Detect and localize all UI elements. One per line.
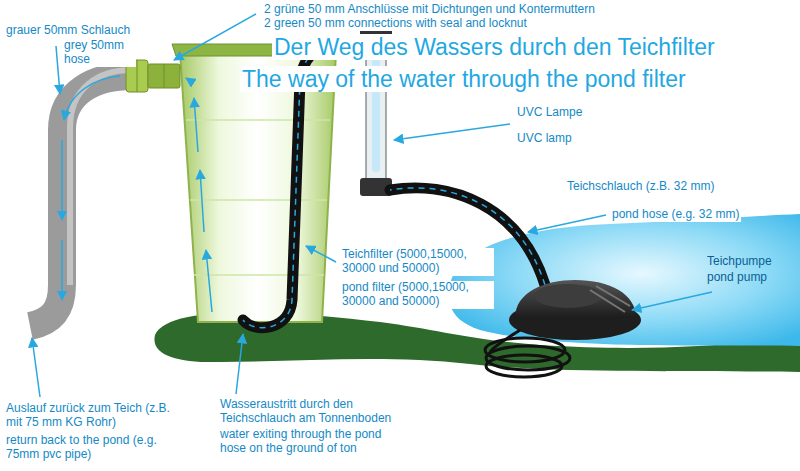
pump-top: [534, 284, 602, 308]
pump-callout: Teichpumpe: [705, 255, 774, 269]
fitting-line: [137, 60, 138, 92]
flow-arrow: [61, 240, 63, 300]
exit-callout: water exiting through the pond hose on t…: [218, 428, 412, 456]
filter-callout: pond filter (5000,15000, 30000 and 50000…: [340, 281, 494, 309]
pump-cable: [490, 330, 520, 352]
hose-callout: pond hose (e.g. 32 mm): [610, 208, 741, 222]
leader-line: [56, 46, 60, 94]
connection-callout: 2 grüne 50 mm Anschlüsse mit Dichtungen …: [262, 3, 597, 17]
pond-water: [449, 214, 800, 346]
filter-callout: Teichfilter (5000,15000, 30000 und 50000…: [340, 248, 494, 276]
hose-callout: grauer 50mm Schlauch: [4, 24, 132, 38]
outlet-callout: return back to the pond (e.g. 75mm pvc p…: [4, 434, 163, 462]
hose-callout: Teichschlauch (z.B. 32 mm): [565, 180, 716, 194]
lamp-callout: UVC Lampe: [515, 106, 584, 120]
leader-line: [528, 215, 606, 232]
leader-line: [394, 124, 510, 140]
grey-hose: [30, 76, 132, 326]
leader-line: [236, 334, 243, 394]
barrel-rib: [186, 119, 330, 121]
flow-arrow: [200, 170, 204, 232]
pump-cable: [486, 355, 562, 377]
title-translation: The way of the water through the pond fi…: [240, 66, 688, 92]
fitting-line: [164, 64, 165, 88]
flow-arrow: [61, 140, 63, 220]
leader-line: [632, 292, 712, 310]
connection-callout: 2 green 50 mm connections with seal and …: [262, 17, 529, 31]
barrel-rib: [194, 274, 324, 276]
title: Der Weg des Wassers durch den Teichfilte…: [272, 34, 717, 60]
leader-line: [32, 338, 40, 397]
hose-callout: grey 50mm hose: [62, 39, 136, 67]
pump-body: [515, 280, 636, 318]
outlet-callout: Auslauf zurück zum Teich (z.B. mit 75 mm…: [4, 402, 178, 430]
leader-line: [306, 246, 336, 262]
lamp-callout: UVC lamp: [515, 132, 574, 146]
flow-arrow: [194, 98, 198, 152]
filter-barrel: [180, 52, 336, 322]
exit-callout: Wasseraustritt durch den Teichschlauch a…: [218, 398, 407, 426]
flow-arrow: [186, 78, 192, 82]
leader-line: [174, 14, 256, 60]
barrel-rib: [190, 199, 327, 201]
flow-arrow: [64, 76, 120, 120]
pump-callout: pond pump: [705, 271, 769, 285]
flow-arrow: [206, 250, 212, 312]
grey-hose-shine: [70, 70, 132, 285]
fitting-body: [148, 64, 180, 88]
pump-vent: [596, 286, 630, 306]
